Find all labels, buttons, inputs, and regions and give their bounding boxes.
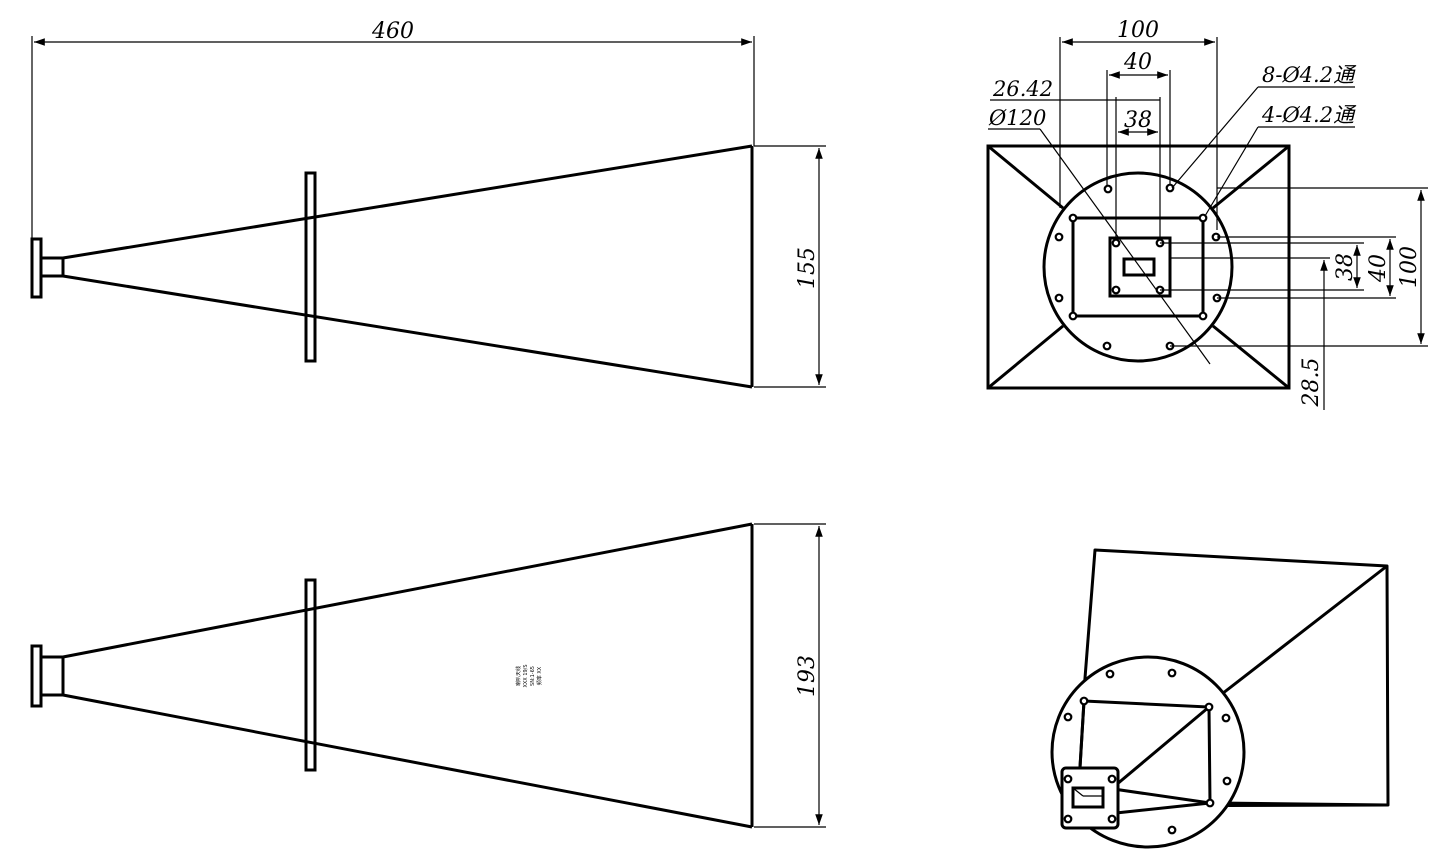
iso-hole-5: [1222, 776, 1232, 786]
dim-100-h-label: 100: [1117, 18, 1159, 43]
horn-upper-edge-top: [62, 144, 753, 260]
bolt-hole-3: [1054, 232, 1064, 242]
bolt-hole-5: [1054, 293, 1064, 303]
inner-square: [1108, 236, 1172, 298]
iso-hole-1: [1105, 669, 1115, 679]
side-view-top: 460 155: [30, 19, 826, 389]
dim-120-label: Ø120: [988, 106, 1046, 130]
front-view: 100 40 38 26.42 Ø120 8-Ø4.2通 4-Ø4.2通 100…: [986, 18, 1428, 410]
dim-26-42-label: 26.42: [992, 77, 1053, 101]
iso-flange-hole-1: [1063, 774, 1073, 784]
dim-38-v-label: 38: [1333, 253, 1358, 281]
waveguide-neck-top: [39, 256, 65, 278]
mounting-flange-bottom: [304, 578, 317, 772]
dim-100-v-label: 100: [1397, 246, 1422, 288]
corner-edge-tr: [1212, 144, 1290, 210]
isometric-view: [1050, 548, 1390, 849]
corner-edge-tl: [987, 144, 1064, 210]
iso-inner-edge-2: [1115, 801, 1211, 815]
inner-hole-3: [1111, 285, 1121, 295]
side-view-bottom: 喇叭天线 XXX 19/S SN:1-65 频率 XX 193: [30, 522, 826, 829]
nameplate: 喇叭天线 XXX 19/S SN:1-65 频率 XX: [515, 664, 543, 687]
leader-120-line: [1039, 128, 1211, 365]
iso-hole-2: [1167, 668, 1177, 678]
dim-155-label: 155: [795, 247, 820, 289]
iso-hole-7: [1079, 696, 1089, 706]
aperture-outline: [986, 144, 1291, 390]
dim-28-5-label: 28.5: [1299, 358, 1324, 408]
horn-upper-edge-bottom: [62, 522, 753, 659]
waveguide-neck-bottom: [39, 655, 65, 697]
dim-193-label: 193: [795, 655, 820, 697]
iso-edge-top-right: [1217, 564, 1388, 699]
iso-flange-hole-2: [1107, 774, 1117, 784]
iso-waveguide-slot: [1071, 786, 1105, 809]
iso-flange-hole-4: [1107, 814, 1117, 824]
dim-40-v-label: 40: [1366, 254, 1391, 283]
bolt-hole-1: [1103, 184, 1113, 194]
flange-circle: [1042, 171, 1234, 363]
iso-hole-4: [1221, 713, 1231, 723]
corner-hole-2: [1198, 213, 1208, 223]
leader-8holes-line: [1171, 86, 1259, 189]
mounting-flange-top: [304, 171, 317, 363]
nameplate-line-1: 喇叭天线: [515, 666, 522, 686]
corner-hole-1: [1068, 213, 1078, 223]
iso-inner-edge-1: [1109, 705, 1210, 792]
dim-40-h-label: 40: [1123, 50, 1152, 75]
dim-460-label: 460: [371, 19, 414, 44]
nameplate-line-3: SN:1-65: [530, 666, 536, 686]
inner-hole-1: [1111, 238, 1121, 248]
nameplate-line-4: 频率 XX: [536, 666, 543, 685]
iso-slot-depth-1: [1072, 787, 1084, 797]
iso-waveguide-flange: [1060, 766, 1120, 830]
leader-4holes-line: [1204, 126, 1259, 217]
dim-38-h-label: 38: [1124, 108, 1152, 133]
corner-edge-bl: [987, 324, 1064, 390]
horn-lower-edge-bottom: [62, 693, 753, 829]
iso-hole-9: [1205, 798, 1215, 808]
bolt-hole-2: [1165, 183, 1175, 193]
outer-square: [1071, 216, 1205, 318]
corner-hole-3: [1068, 311, 1078, 321]
iso-hole-6: [1167, 825, 1177, 835]
waveguide-slot: [1122, 257, 1156, 277]
bolt-hole-7: [1102, 341, 1112, 351]
corner-hole-4: [1198, 311, 1208, 321]
iso-edge-bottom-right: [1217, 801, 1389, 807]
holes-4-label: 4-Ø4.2通: [1261, 103, 1357, 127]
horn-lower-edge-top: [62, 274, 753, 389]
nameplate-line-2: XXX 19/S: [523, 664, 529, 687]
holes-8-label: 8-Ø4.2通: [1262, 63, 1357, 87]
iso-flange-hole-3: [1063, 814, 1073, 824]
iso-hole-8: [1204, 702, 1214, 712]
corner-edge-br: [1212, 324, 1290, 390]
iso-hole-3: [1063, 712, 1073, 722]
